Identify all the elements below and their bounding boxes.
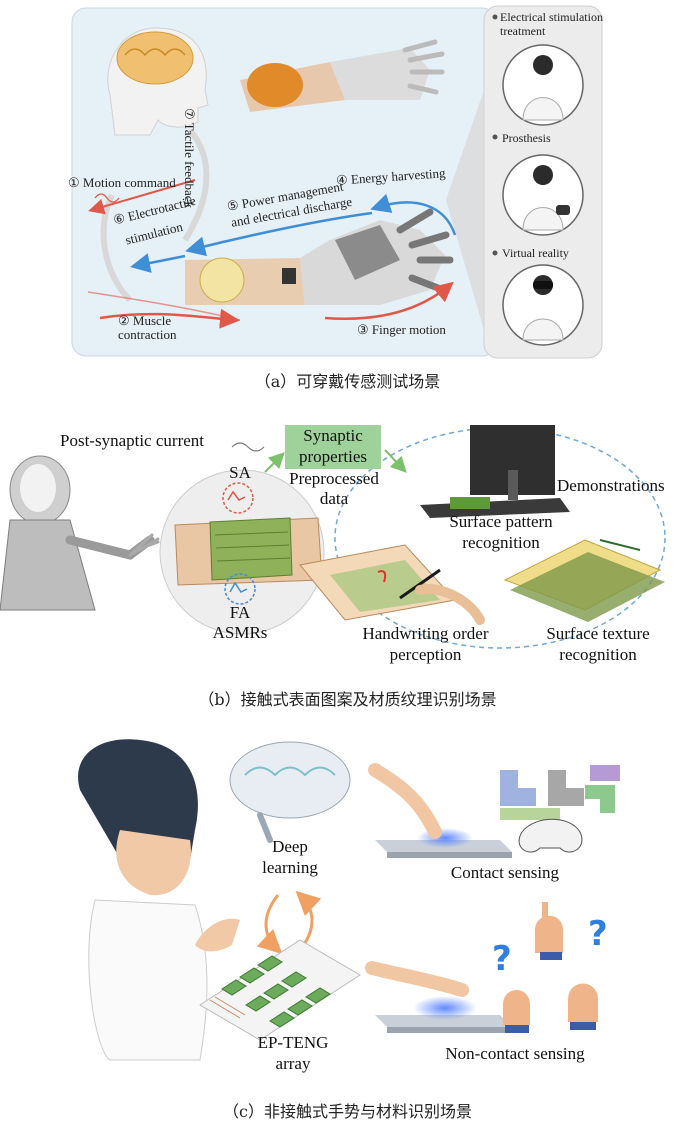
ep-teng-array <box>200 940 360 1040</box>
non-contact-sensing-illustration <box>372 968 512 1033</box>
panel-c-caption: （c）非接触式手势与材料识别场景 <box>0 1098 695 1122</box>
contact-sensing-illustration <box>375 770 512 858</box>
ep-teng-array-label-2: array <box>238 1055 348 1073</box>
deep-learning-label-2: learning <box>230 859 350 877</box>
non-contact-sensing-label: Non-contact sensing <box>410 1045 620 1063</box>
game-shapes <box>500 765 620 852</box>
brain-illustration <box>230 742 350 840</box>
deep-learning-label-1: Deep <box>230 838 350 856</box>
contact-sensing-label: Contact sensing <box>425 864 585 882</box>
ep-teng-array-label-1: EP-TENG <box>238 1034 348 1052</box>
question-mark-icon: ? <box>588 914 608 954</box>
gesture-illustrations: ? ? <box>492 902 608 1033</box>
question-mark-icon: ? <box>492 939 512 979</box>
